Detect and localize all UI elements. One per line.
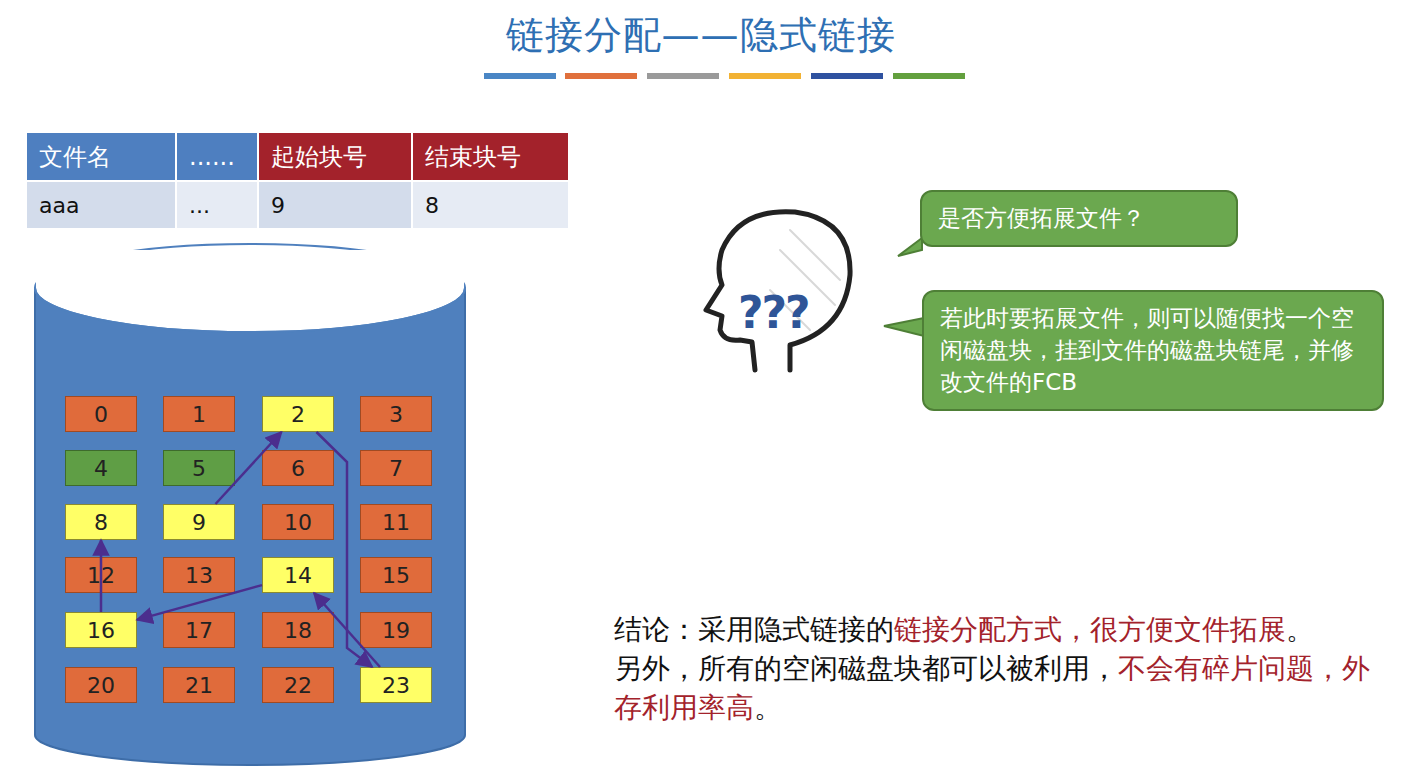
node-text: 2 (291, 402, 305, 427)
cell-text: ... (189, 193, 210, 218)
disk-block: 21 (163, 667, 235, 703)
cell-text: ...... (189, 143, 235, 171)
plain-text: 结论：采用隐式链接的 (614, 613, 894, 646)
disk-block: 14 (262, 557, 334, 593)
node-text: 17 (185, 618, 213, 643)
node-text: 21 (185, 673, 213, 698)
disk-block: 10 (262, 504, 334, 540)
table-cell: 9 (259, 182, 411, 228)
disk-block: 17 (163, 612, 235, 648)
node-text: 5 (192, 456, 206, 481)
disk-block: 1 (163, 396, 235, 432)
disk-block: 15 (360, 557, 432, 593)
node-text: 6 (291, 456, 305, 481)
disk-block: 8 (65, 504, 137, 540)
node-text: 22 (284, 673, 312, 698)
disk-block: 9 (163, 504, 235, 540)
disk-block: 0 (65, 396, 137, 432)
disk-block: 12 (65, 557, 137, 593)
cell-text: 9 (271, 193, 285, 218)
node-text: 9 (192, 510, 206, 535)
node-text: 13 (185, 563, 213, 588)
bubble-tails (884, 238, 924, 336)
node-text: 12 (87, 563, 115, 588)
node-text: 15 (382, 563, 410, 588)
node-text: 14 (284, 563, 312, 588)
cell-text: 起始块号 (271, 141, 367, 173)
cell-text: 结束块号 (425, 141, 521, 173)
disk-block: 13 (163, 557, 235, 593)
table-header-cell: 文件名 (27, 133, 175, 180)
disk-block: 5 (163, 450, 235, 486)
node-text: 16 (87, 618, 115, 643)
disk-block: 3 (360, 396, 432, 432)
disk-block: 4 (65, 450, 137, 486)
node-text: 1 (192, 402, 206, 427)
table-cell: 8 (413, 182, 568, 228)
plain-text: 。 (754, 691, 782, 724)
node-text: 10 (284, 510, 312, 535)
disk-block: 23 (360, 667, 432, 703)
disk-block: 2 (262, 396, 334, 432)
disk-block: 18 (262, 612, 334, 648)
disk-block: 19 (360, 612, 432, 648)
node-text: 18 (284, 618, 312, 643)
plain-text: 另外，所有的空闲磁盘块都可以被利用， (614, 652, 1118, 685)
speech-bubble: 若此时要拓展文件，则可以随便找一个空闲磁盘块，挂到文件的磁盘块链尾，并修改文件的… (922, 290, 1384, 411)
disk-block: 7 (360, 450, 432, 486)
highlight-text: 链接分配方式，很方便文件拓展 (894, 613, 1286, 646)
table-cell: ... (177, 182, 257, 228)
plain-text: 。 (1286, 613, 1314, 646)
disk-block: 20 (65, 667, 137, 703)
node-text: 3 (389, 402, 403, 427)
table-header-cell: 起始块号 (259, 133, 411, 180)
table-cell: aaa (27, 182, 175, 228)
slide-title: 链接分配——隐式链接 (0, 10, 1401, 61)
node-text: 23 (382, 673, 410, 698)
conclusion-text: 结论：采用隐式链接的链接分配方式，很方便文件拓展。另外，所有的空闲磁盘块都可以被… (614, 610, 1394, 727)
speech-bubble: 是否方便拓展文件？ (920, 190, 1238, 247)
cell-text: 文件名 (39, 141, 111, 173)
node-text: 若此时要拓展文件，则可以随便找一个空闲磁盘块，挂到文件的磁盘块链尾，并修改文件的… (940, 302, 1366, 399)
table-header-cell: 结束块号 (413, 133, 568, 180)
cell-text: aaa (39, 193, 79, 218)
disk-cylinder (35, 244, 465, 765)
node-text: 是否方便拓展文件？ (938, 202, 1220, 234)
disk-block: 11 (360, 504, 432, 540)
title-bars (484, 73, 965, 79)
node-text: 20 (87, 673, 115, 698)
table-header-cell: ...... (177, 133, 257, 180)
node-text: 7 (389, 456, 403, 481)
node-text: 0 (94, 402, 108, 427)
disk-block: 22 (262, 667, 334, 703)
cell-text: 8 (425, 193, 439, 218)
node-text: 8 (94, 510, 108, 535)
node-text: 19 (382, 618, 410, 643)
node-text: 4 (94, 456, 108, 481)
node-text: 11 (382, 510, 410, 535)
disk-block: 6 (262, 450, 334, 486)
disk-block: 16 (65, 612, 137, 648)
